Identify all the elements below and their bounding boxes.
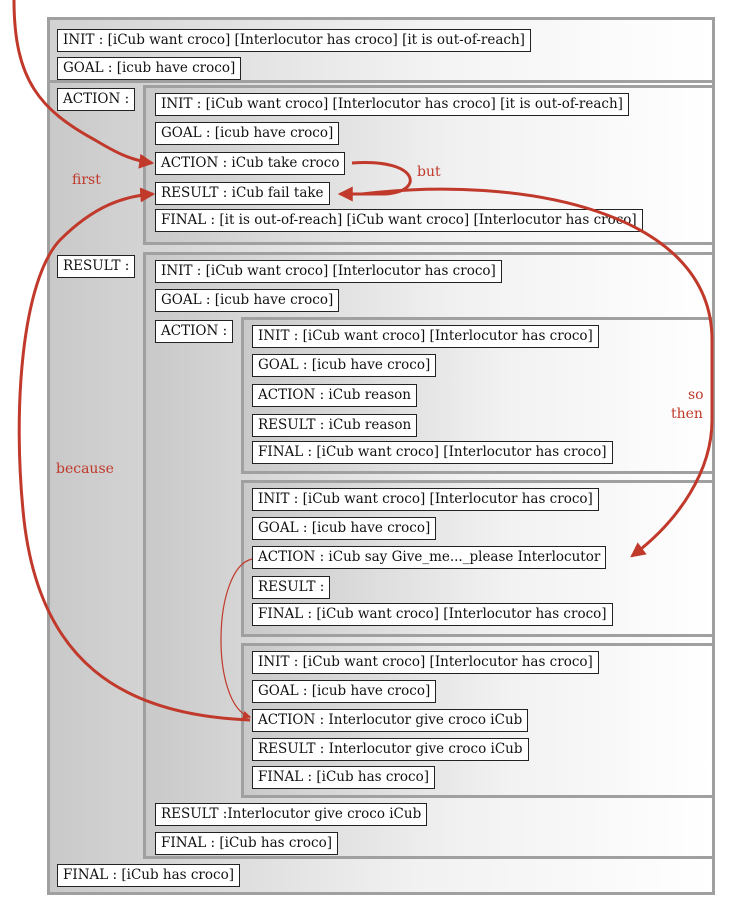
give-goal-label: GOAL : [icub have croco] [252,680,437,703]
outer-result-key: RESULT : [57,255,136,278]
recovery-goal-label: GOAL : [icub have croco] [155,289,340,312]
say-init-label: INIT : [iCub want croco] [Interlocutor h… [252,488,599,511]
recovery-action-key: ACTION : [155,320,234,343]
recovery-init-label: INIT : [iCub want croco] [Interlocutor h… [155,260,502,283]
first-goal-label: GOAL : [icub have croco] [155,122,340,145]
reason-init-label: INIT : [iCub want croco] [Interlocutor h… [252,325,599,348]
recovery-final-label: FINAL : [iCub has croco] [155,832,338,855]
first-result-label: RESULT : iCub fail take [155,182,330,205]
give-init-label: INIT : [iCub want croco] [Interlocutor h… [252,651,599,674]
reason-goal-label: GOAL : [icub have croco] [252,354,437,377]
say-result-label: RESULT : [252,576,331,599]
first-init-label: INIT : [iCub want croco] [Interlocutor h… [155,93,629,116]
give-action-label: ACTION : Interlocutor give croco iCub [252,709,529,732]
outer-init-label: INIT : [iCub want croco] [Interlocutor h… [57,29,531,52]
give-result-label: RESULT : Interlocutor give croco iCub [252,738,529,761]
reason-action-label: ACTION : iCub reason [252,384,417,407]
reason-result-label: RESULT : iCub reason [252,414,418,437]
say-goal-label: GOAL : [icub have croco] [252,517,437,540]
outer-final-label: FINAL : [iCub has croco] [57,864,240,887]
first-final-label: FINAL : [it is out-of-reach] [iCub want … [155,209,643,232]
say-action-label: ACTION : iCub say Give_me..._please Inte… [252,546,607,569]
outer-action-key: ACTION : [57,88,136,111]
recovery-result-label: RESULT :Interlocutor give croco iCub [155,803,428,826]
outer-goal-label: GOAL : [icub have croco] [57,57,242,80]
reason-final-label: FINAL : [iCub want croco] [Interlocutor … [252,441,613,464]
give-final-label: FINAL : [iCub has croco] [252,766,435,789]
say-final-label: FINAL : [iCub want croco] [Interlocutor … [252,603,613,626]
first-action-label: ACTION : iCub take croco [155,152,346,175]
